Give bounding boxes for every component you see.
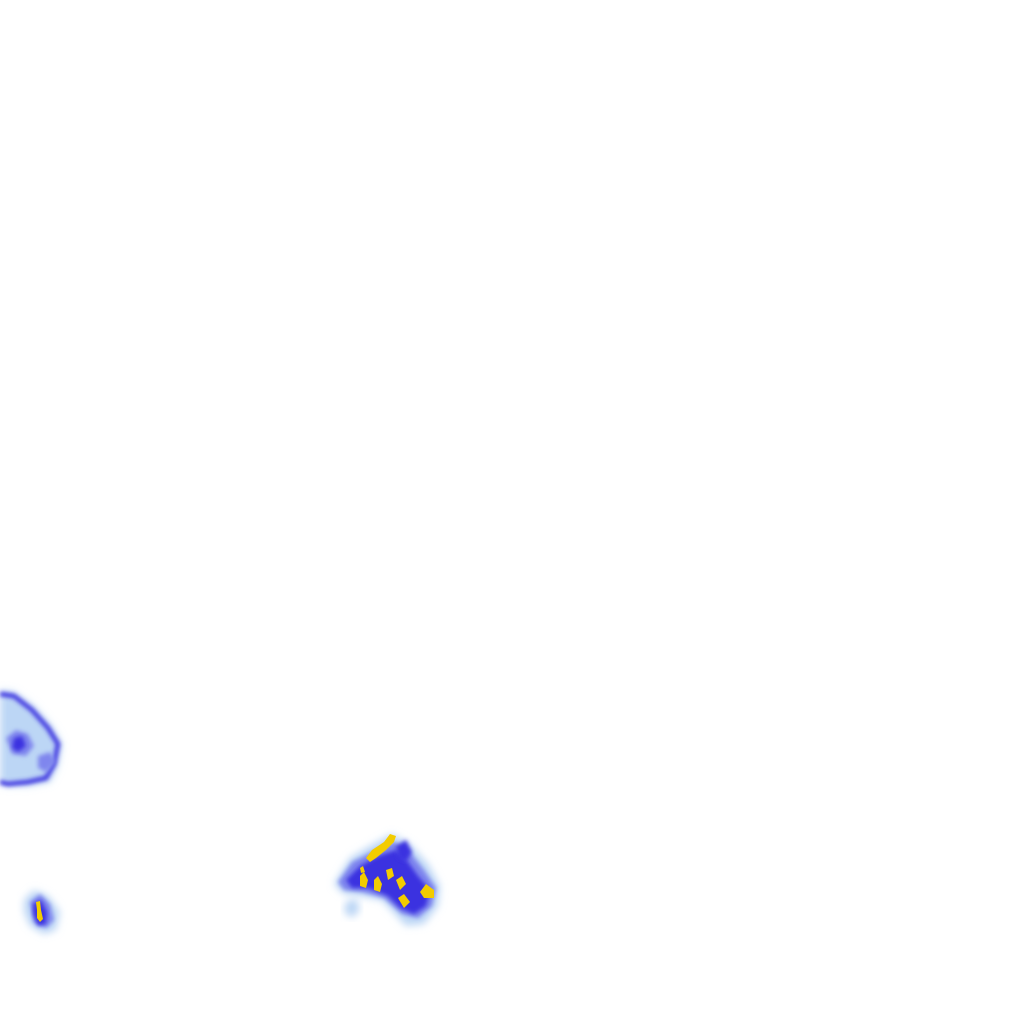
echo-cell-southwest bbox=[24, 890, 60, 934]
echo-area-light-south bbox=[344, 898, 360, 918]
echo-core-heavy-1 bbox=[360, 872, 368, 888]
echo-ring-strong bbox=[0, 691, 61, 787]
echo-area-strong bbox=[346, 850, 430, 914]
echo-core-heavy-3 bbox=[386, 868, 394, 880]
echo-core-heavy-7 bbox=[360, 866, 365, 873]
echo-core-heavy-north bbox=[366, 834, 396, 862]
echo-core-heavy-2 bbox=[374, 876, 382, 892]
echo-edge-medium bbox=[38, 752, 56, 772]
echo-cluster-south-central bbox=[334, 834, 440, 926]
echo-cluster-west bbox=[0, 690, 62, 787]
echo-core-heavy-6 bbox=[420, 884, 434, 898]
echo-inner-strong bbox=[12, 736, 26, 752]
echo-core-heavy-4 bbox=[396, 876, 406, 890]
echo-core-heavy-5 bbox=[398, 894, 410, 908]
echo-core-heavy bbox=[36, 901, 43, 922]
echo-area-strong-north bbox=[396, 840, 412, 862]
